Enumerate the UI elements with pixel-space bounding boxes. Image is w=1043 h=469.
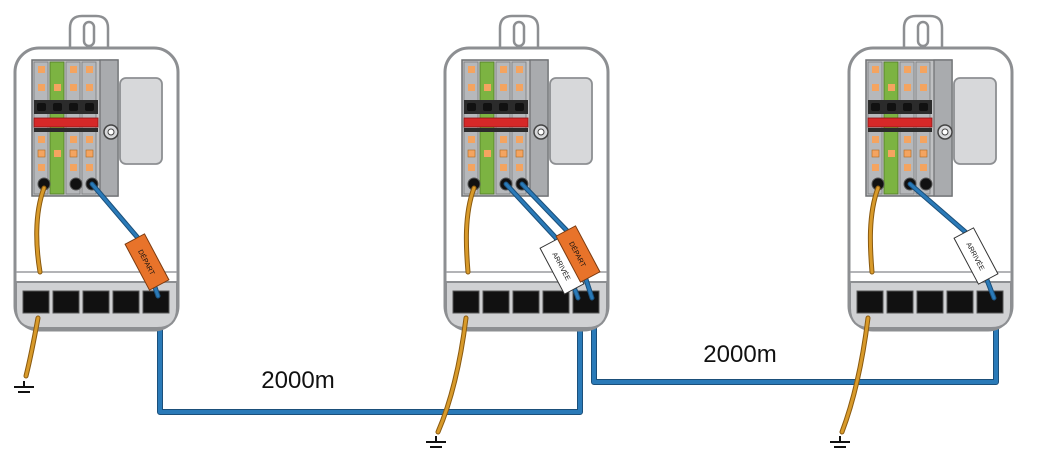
ground-symbol-icon — [425, 435, 447, 448]
ground-symbol-icon — [13, 380, 35, 393]
tag-depart-1 — [124, 233, 170, 291]
link-2-distance-label: 2000m — [703, 341, 776, 368]
fiber-link-1 — [157, 318, 583, 415]
ground-symbol-icon — [829, 435, 851, 448]
link-1-distance-label: 2000m — [261, 367, 334, 394]
tag-depart-2 — [555, 225, 601, 283]
station-3: ARRIVÉE — [829, 14, 1014, 448]
station-1: DÉPART — [13, 14, 180, 393]
station-2: ARRIVÉE DÉPART — [425, 14, 610, 448]
tag-arrivee-3 — [953, 227, 999, 285]
fiber-link-2 — [591, 318, 999, 385]
